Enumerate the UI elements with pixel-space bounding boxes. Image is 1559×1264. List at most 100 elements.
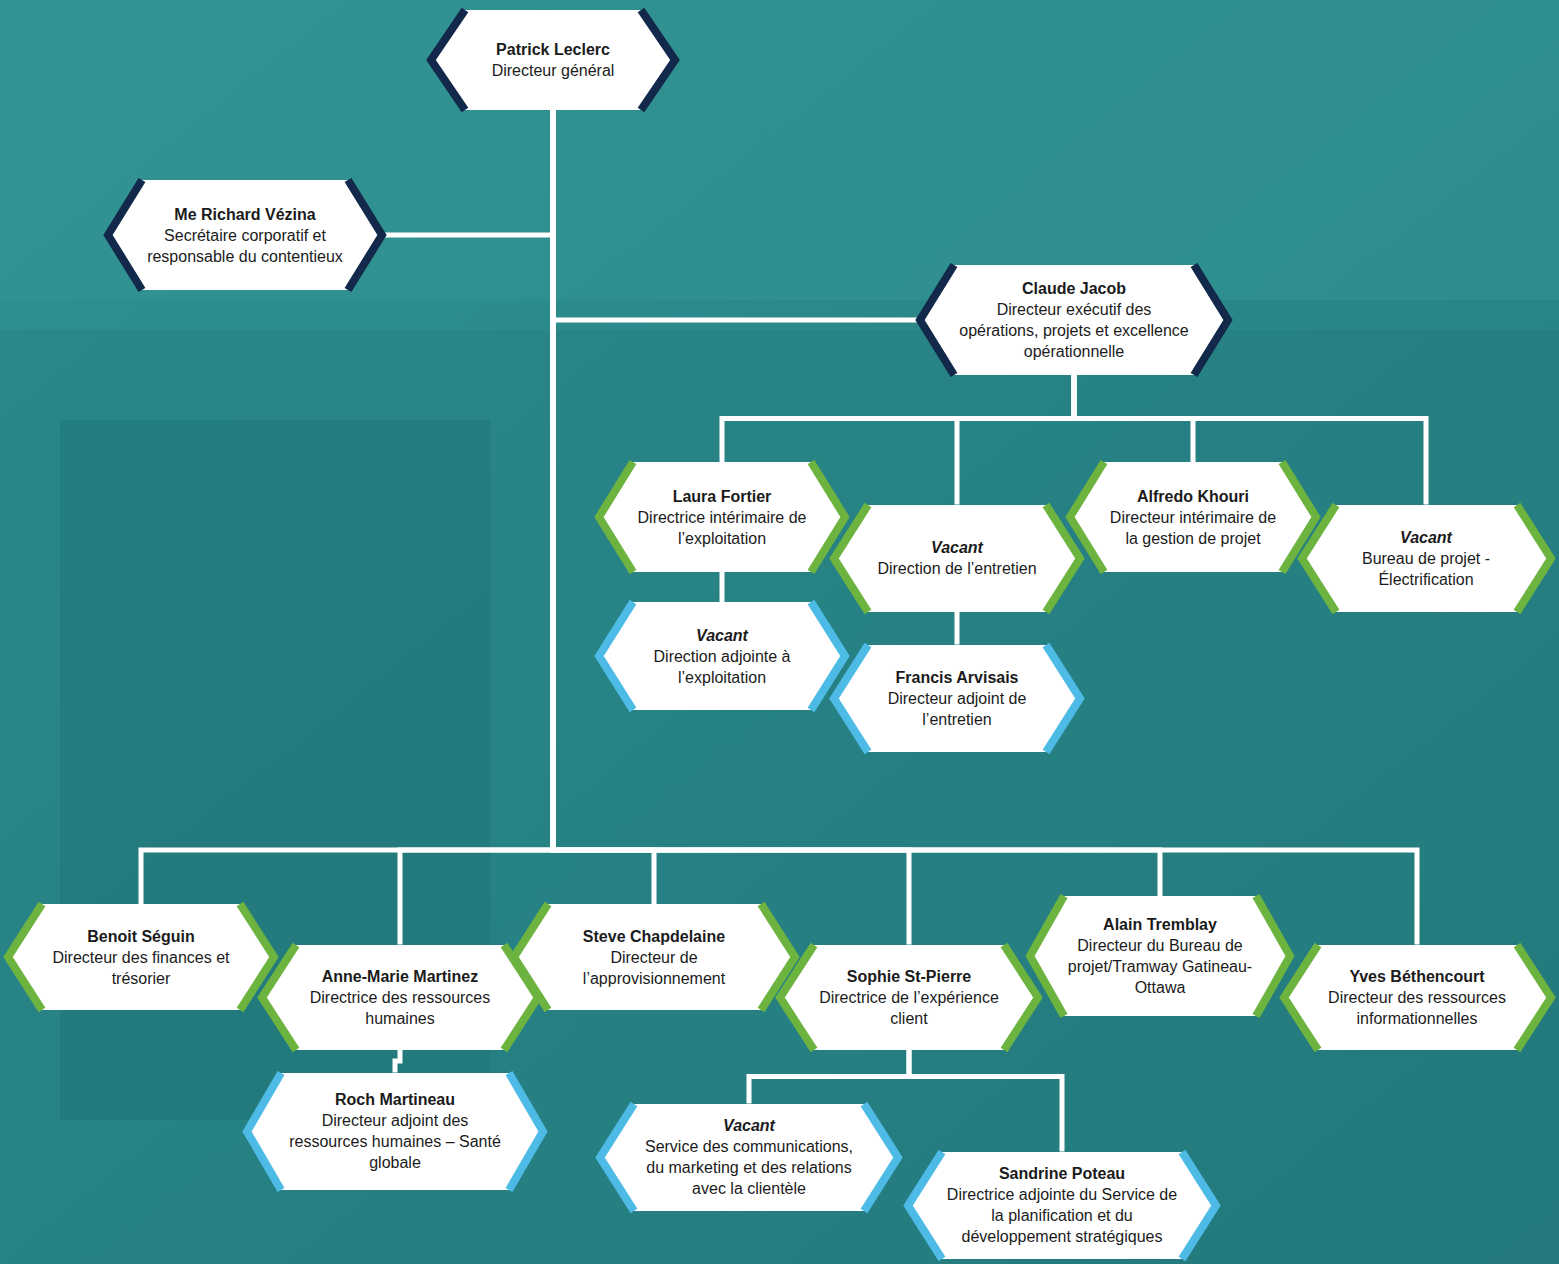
hexagon-fill xyxy=(597,602,847,710)
deputy-node: VacantService des communications, du mar… xyxy=(598,1104,900,1211)
role-title: Bureau de projet - Électrification xyxy=(1337,548,1516,590)
hexagon-fill xyxy=(597,462,847,572)
director-node: Yves BéthencourtDirecteur des ressources… xyxy=(1282,945,1553,1050)
person-name: Sandrine Poteau xyxy=(943,1163,1181,1184)
director-node: VacantDirection de l’entretien xyxy=(832,505,1082,612)
hexagon-border xyxy=(780,945,814,1050)
text-block: VacantBureau de projet - Électrification xyxy=(1337,527,1516,590)
hexagon-shape xyxy=(832,505,1082,612)
org-connector xyxy=(957,375,1074,505)
text-block: Roch MartineauDirecteur adjoint des ress… xyxy=(282,1089,508,1173)
role-title: Directrice intérimaire de l’exploitation xyxy=(634,507,810,549)
hexagon-border xyxy=(599,462,633,572)
deputy-node: VacantDirection adjointe à l’exploitatio… xyxy=(597,602,847,710)
role-title: Directrice des ressources humaines xyxy=(297,987,503,1029)
hexagon-border xyxy=(509,1073,543,1190)
hexagon-border xyxy=(834,645,868,752)
hexagon-border xyxy=(1284,945,1318,1050)
hexagon-fill xyxy=(1028,896,1292,1016)
person-name: Roch Martineau xyxy=(282,1089,508,1110)
hexagon-border xyxy=(1070,462,1104,572)
hexagon-fill xyxy=(598,1104,900,1211)
role-title: Direction adjointe à l’exploitation xyxy=(634,646,810,688)
person-name: Francis Arvisais xyxy=(869,667,1045,688)
text-block: Anne-Marie MartinezDirectrice des ressou… xyxy=(297,966,503,1029)
hexagon-border xyxy=(1182,1152,1216,1259)
person-name: Vacant xyxy=(634,625,810,646)
deputy-node: Francis ArvisaisDirecteur adjoint de l’e… xyxy=(832,645,1082,752)
hexagon-fill xyxy=(778,945,1040,1050)
hexagon-border xyxy=(514,904,548,1010)
hexagon-border xyxy=(600,1104,634,1211)
role-title: Directeur des ressources informationnell… xyxy=(1319,987,1516,1029)
hexagon-border xyxy=(864,1104,898,1211)
hexagon-fill xyxy=(918,265,1230,375)
org-connector xyxy=(955,612,960,645)
text-block: Laura FortierDirectrice intérimaire de l… xyxy=(634,486,810,549)
person-name: Laura Fortier xyxy=(634,486,810,507)
hexagon-shape xyxy=(429,10,677,110)
role-title: Directeur des finances et trésorier xyxy=(43,947,239,989)
director-node: VacantBureau de projet - Électrification xyxy=(1300,505,1553,612)
hexagon-fill xyxy=(429,10,677,110)
role-title: Direction de l’entretien xyxy=(869,558,1045,579)
hexagon-border xyxy=(920,265,954,375)
deputy-node: Sandrine PoteauDirectrice adjointe du Se… xyxy=(906,1152,1218,1259)
hexagon-border xyxy=(431,10,465,110)
executive-node: Me Richard VézinaSecrétaire corporatif e… xyxy=(106,180,384,290)
role-title: Directeur général xyxy=(466,60,640,81)
person-name: Patrick Leclerc xyxy=(466,39,640,60)
hexagon-fill xyxy=(906,1152,1218,1259)
person-name: Vacant xyxy=(869,537,1045,558)
person-name: Anne-Marie Martinez xyxy=(297,966,503,987)
text-block: Benoit SéguinDirecteur des finances et t… xyxy=(43,926,239,989)
director-node: Anne-Marie MartinezDirectrice des ressou… xyxy=(260,945,540,1050)
org-connector xyxy=(909,1050,1062,1152)
role-title: Directeur adjoint des ressources humaine… xyxy=(282,1110,508,1173)
person-name: Benoit Séguin xyxy=(43,926,239,947)
role-title: Service des communications, du marketing… xyxy=(635,1136,863,1199)
org-connector xyxy=(720,572,725,602)
role-title: Directeur adjoint de l’entretien xyxy=(869,688,1045,730)
person-name: Sophie St-Pierre xyxy=(815,966,1003,987)
person-name: Steve Chapdelaine xyxy=(549,926,760,947)
org-connector xyxy=(749,1050,909,1104)
org-connector xyxy=(553,110,1160,896)
person-name: Yves Béthencourt xyxy=(1319,966,1516,987)
org-connector xyxy=(553,110,918,320)
text-block: Me Richard VézinaSecrétaire corporatif e… xyxy=(143,204,347,267)
hexagon-border xyxy=(262,945,296,1050)
person-name: Alain Tremblay xyxy=(1065,914,1255,935)
hexagon-fill xyxy=(6,904,276,1010)
hexagon-border xyxy=(1030,896,1064,1016)
hexagon-fill xyxy=(106,180,384,290)
org-connector xyxy=(553,110,909,945)
role-title: Directeur du Bureau de projet/Tramway Ga… xyxy=(1065,935,1255,998)
director-node: Sophie St-PierreDirectrice de l’expérien… xyxy=(778,945,1040,1050)
text-block: VacantDirection de l’entretien xyxy=(869,537,1045,579)
hexagon-border xyxy=(108,180,142,290)
hexagon-fill xyxy=(1282,945,1553,1050)
hexagon-border xyxy=(1517,505,1551,612)
hexagon-fill xyxy=(832,505,1082,612)
hexagon-fill xyxy=(512,904,797,1010)
deputy-node: Roch MartineauDirecteur adjoint des ress… xyxy=(245,1073,545,1190)
director-node: Laura FortierDirectrice intérimaire de l… xyxy=(597,462,847,572)
background-sky xyxy=(0,0,1559,300)
role-title: Secrétaire corporatif et responsable du … xyxy=(143,225,347,267)
person-name: Claude Jacob xyxy=(955,278,1193,299)
executive-node: Patrick LeclercDirecteur général xyxy=(429,10,677,110)
role-title: Directeur exécutif des opérations, proje… xyxy=(955,299,1193,362)
text-block: Alain TremblayDirecteur du Bureau de pro… xyxy=(1065,914,1255,998)
director-node: Alfredo KhouriDirecteur intérimaire de l… xyxy=(1068,462,1318,572)
hexagon-border xyxy=(834,505,868,612)
hexagon-border xyxy=(1517,945,1551,1050)
hexagon-border xyxy=(348,180,382,290)
hexagon-fill xyxy=(832,645,1082,752)
text-block: Sophie St-PierreDirectrice de l’expérien… xyxy=(815,966,1003,1029)
org-connector xyxy=(553,110,1417,945)
text-block: Steve ChapdelaineDirecteur de l’approvis… xyxy=(549,926,760,989)
